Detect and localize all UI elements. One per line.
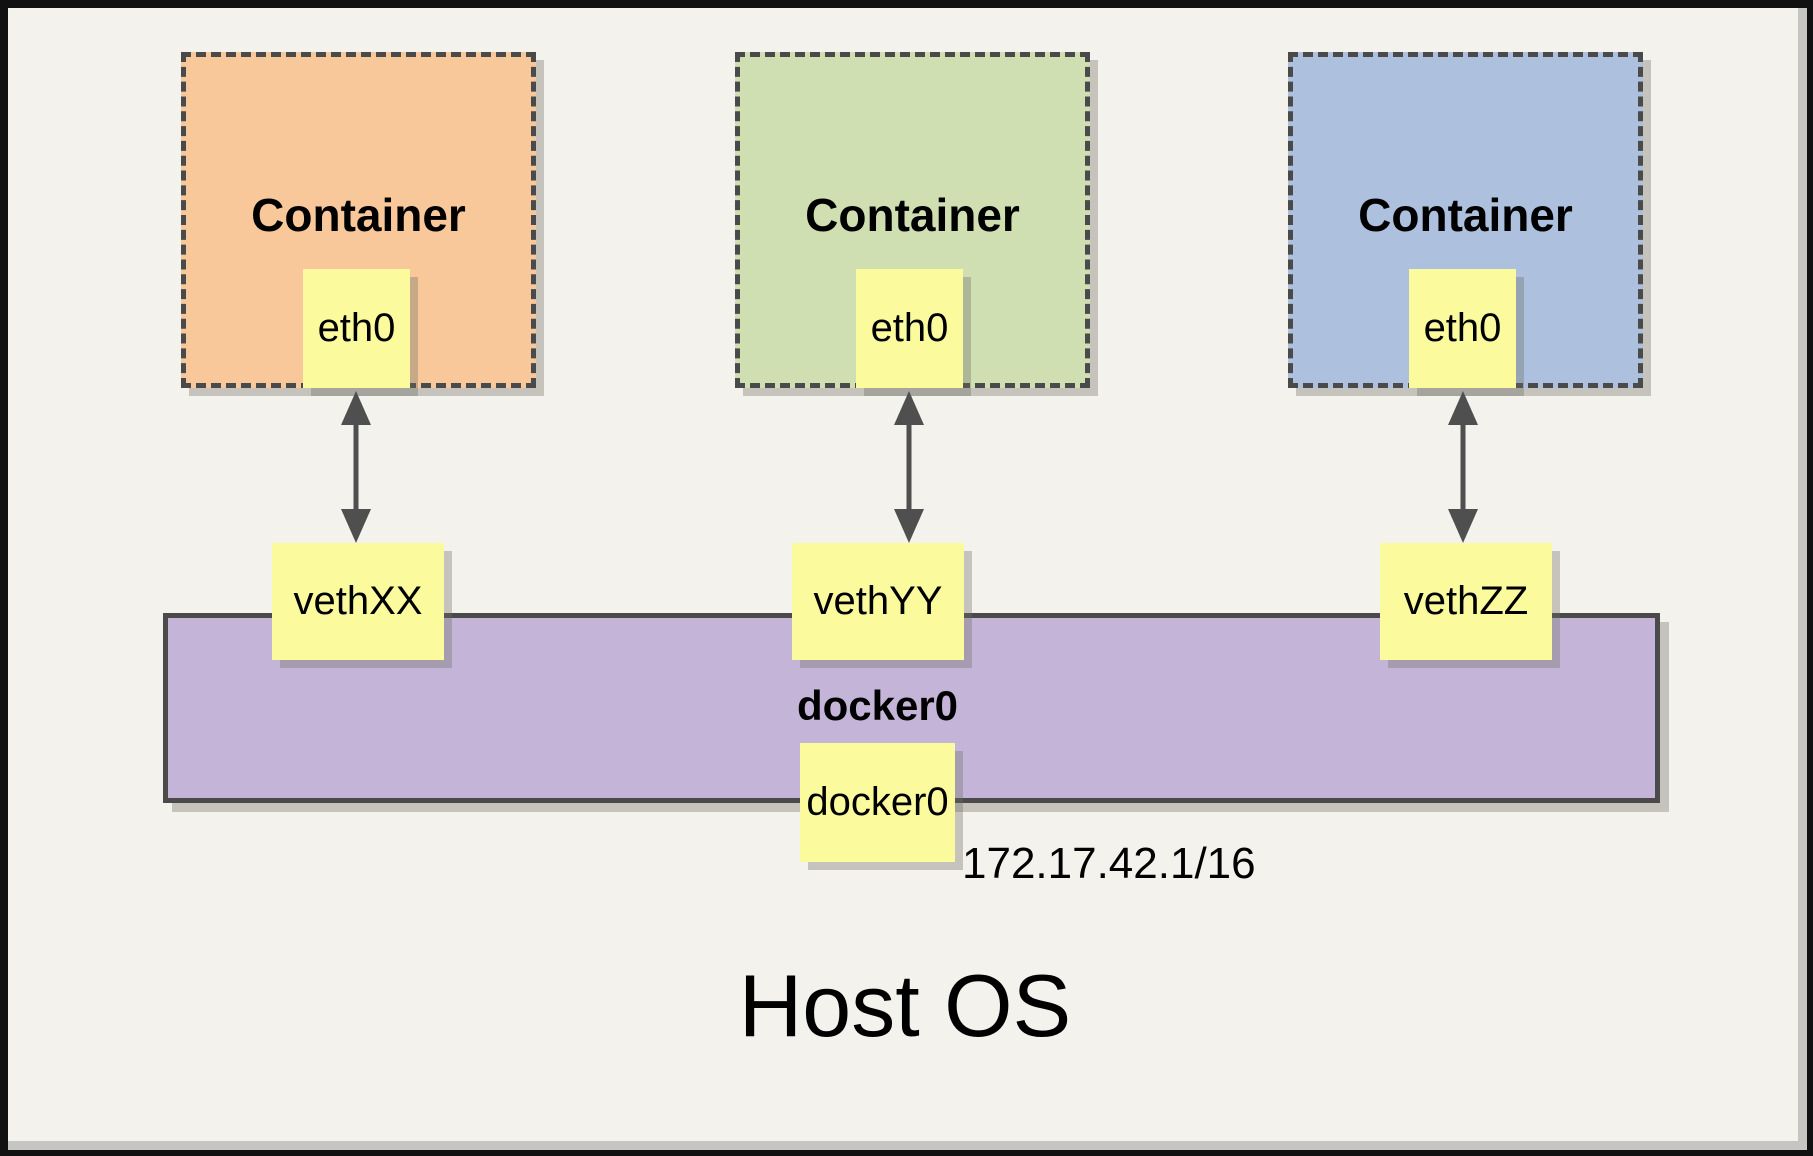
vethyy-node: vethYY	[792, 543, 964, 660]
container-title: Container	[805, 189, 1020, 241]
eth-veth-arrow-3	[1448, 391, 1478, 543]
bridge-ip-label: 172.17.42.1/16	[962, 839, 1256, 888]
eth-veth-arrow-1	[341, 391, 371, 543]
eth0-node-3: eth0	[1409, 269, 1516, 388]
eth0-node-2: eth0	[856, 269, 963, 388]
container-title: Container	[251, 189, 466, 241]
container-title: Container	[1358, 189, 1573, 241]
vethxx-node: vethXX	[272, 543, 444, 660]
vethzz-node: vethZZ	[1380, 543, 1552, 660]
eth0-node-1: eth0	[303, 269, 410, 388]
docker0-interface-node: docker0	[800, 743, 955, 862]
eth-veth-arrow-2	[894, 391, 924, 543]
host-os-label: Host OS	[738, 956, 1072, 1055]
docker0-bridge-label: docker0	[796, 682, 959, 729]
